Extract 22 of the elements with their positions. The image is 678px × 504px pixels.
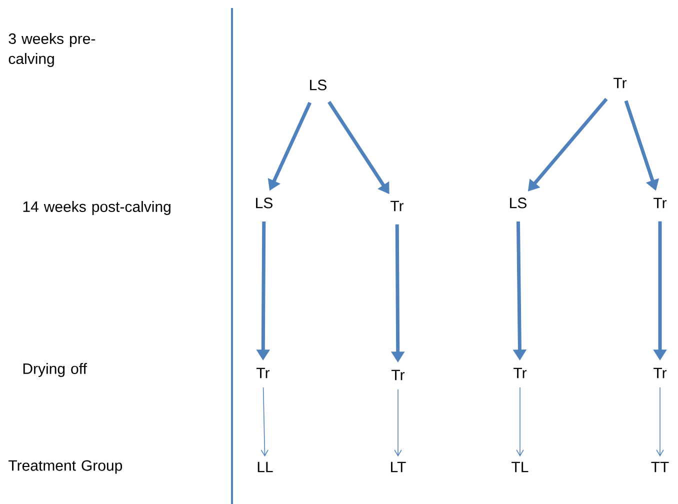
treatment-label: Tr [392, 370, 405, 380]
treatment-label: Tr [514, 368, 527, 378]
arrow [516, 386, 524, 457]
arrow [394, 388, 402, 457]
row-label: 3 weeks pre-calving [8, 33, 96, 67]
treatment-label: Tr [390, 200, 404, 212]
treatment-label: LT [391, 462, 406, 472]
row-label: Drying off [23, 363, 87, 377]
arrow [260, 386, 269, 457]
row-label: Treatment Group [8, 460, 122, 474]
treatment-label: LS [310, 80, 326, 90]
treatment-label: Tr [654, 368, 667, 378]
row-label: 14 weeks post-calving [23, 201, 170, 215]
treatment-label: Tr [256, 368, 270, 378]
treatment-label: TL [512, 462, 528, 472]
treatment-label: LS [510, 198, 526, 208]
treatment-label: Tr [654, 198, 667, 208]
arrow [656, 386, 664, 457]
treatment-label: LS [256, 198, 272, 208]
treatment-label: TT [651, 462, 669, 472]
treatment-label: LL [258, 462, 273, 472]
treatment-label: Tr [614, 78, 627, 88]
